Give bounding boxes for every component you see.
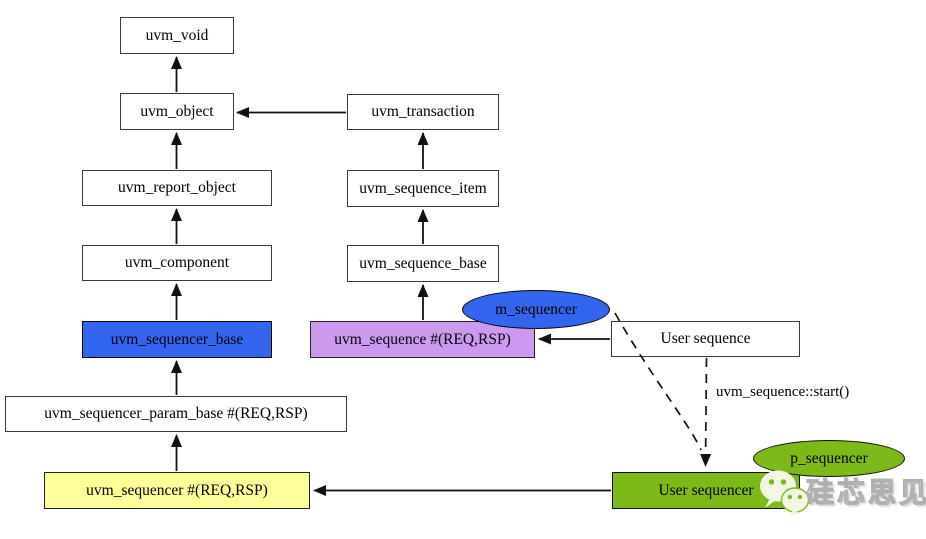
node-uvm-sequencer-param-base: uvm_sequencer_param_base #(REQ,RSP) bbox=[5, 396, 347, 432]
node-uvm-sequence: uvm_sequence #(REQ,RSP) bbox=[310, 321, 535, 358]
node-user-sequence: User sequence bbox=[611, 321, 800, 357]
node-label: uvm_component bbox=[124, 254, 230, 271]
node-uvm-component: uvm_component bbox=[82, 245, 272, 281]
watermark-text: 硅芯思见 bbox=[805, 477, 926, 508]
node-label: uvm_void bbox=[145, 26, 209, 44]
node-label: uvm_sequence #(REQ,RSP) bbox=[334, 330, 511, 348]
start-call-label: uvm_sequence::start() bbox=[716, 384, 850, 400]
node-label: uvm_sequence_base bbox=[359, 254, 487, 272]
node-uvm-sequencer-base: uvm_sequencer_base bbox=[82, 321, 272, 358]
node-label: User sequence bbox=[660, 330, 751, 347]
node-uvm-sequencer: uvm_sequencer #(REQ,RSP) bbox=[44, 472, 310, 509]
node-uvm-void: uvm_void bbox=[120, 17, 234, 54]
node-label: uvm_sequence_item bbox=[359, 179, 487, 197]
edge-user-sequence-to-user-sequencer-dashed bbox=[700, 357, 712, 467]
node-label: m_sequencer bbox=[495, 300, 577, 318]
node-label: uvm_sequencer_base bbox=[110, 330, 244, 348]
node-uvm-sequence-base: uvm_sequence_base bbox=[347, 245, 499, 282]
watermark: 硅芯思见 bbox=[758, 469, 926, 517]
node-uvm-object: uvm_object bbox=[120, 93, 234, 130]
node-m-sequencer: m_sequencer bbox=[462, 290, 610, 329]
node-uvm-sequence-item: uvm_sequence_item bbox=[347, 170, 499, 207]
node-label: uvm_transaction bbox=[371, 103, 475, 120]
node-label: uvm_sequencer_param_base #(REQ,RSP) bbox=[44, 405, 308, 422]
node-label: User sequencer bbox=[658, 481, 754, 499]
node-uvm-report-object: uvm_report_object bbox=[82, 170, 272, 206]
node-label: uvm_object bbox=[140, 102, 214, 120]
node-label: p_sequencer bbox=[790, 449, 868, 467]
node-label: uvm_sequencer #(REQ,RSP) bbox=[86, 481, 268, 499]
wechat-icon bbox=[760, 470, 810, 517]
node-label: uvm_report_object bbox=[118, 179, 236, 196]
node-uvm-transaction: uvm_transaction bbox=[347, 94, 499, 130]
